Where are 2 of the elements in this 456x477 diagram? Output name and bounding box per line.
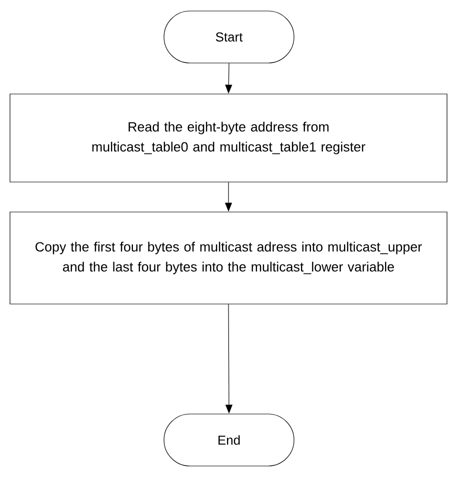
process-box: Read the eight-byte address from multicast_table0 and multicast_table1 register <box>10 94 448 182</box>
process-box: Copy the first four bytes of multicast adress into multicast_upper and the last four bytes into the multicast_lower variable <box>10 212 448 304</box>
